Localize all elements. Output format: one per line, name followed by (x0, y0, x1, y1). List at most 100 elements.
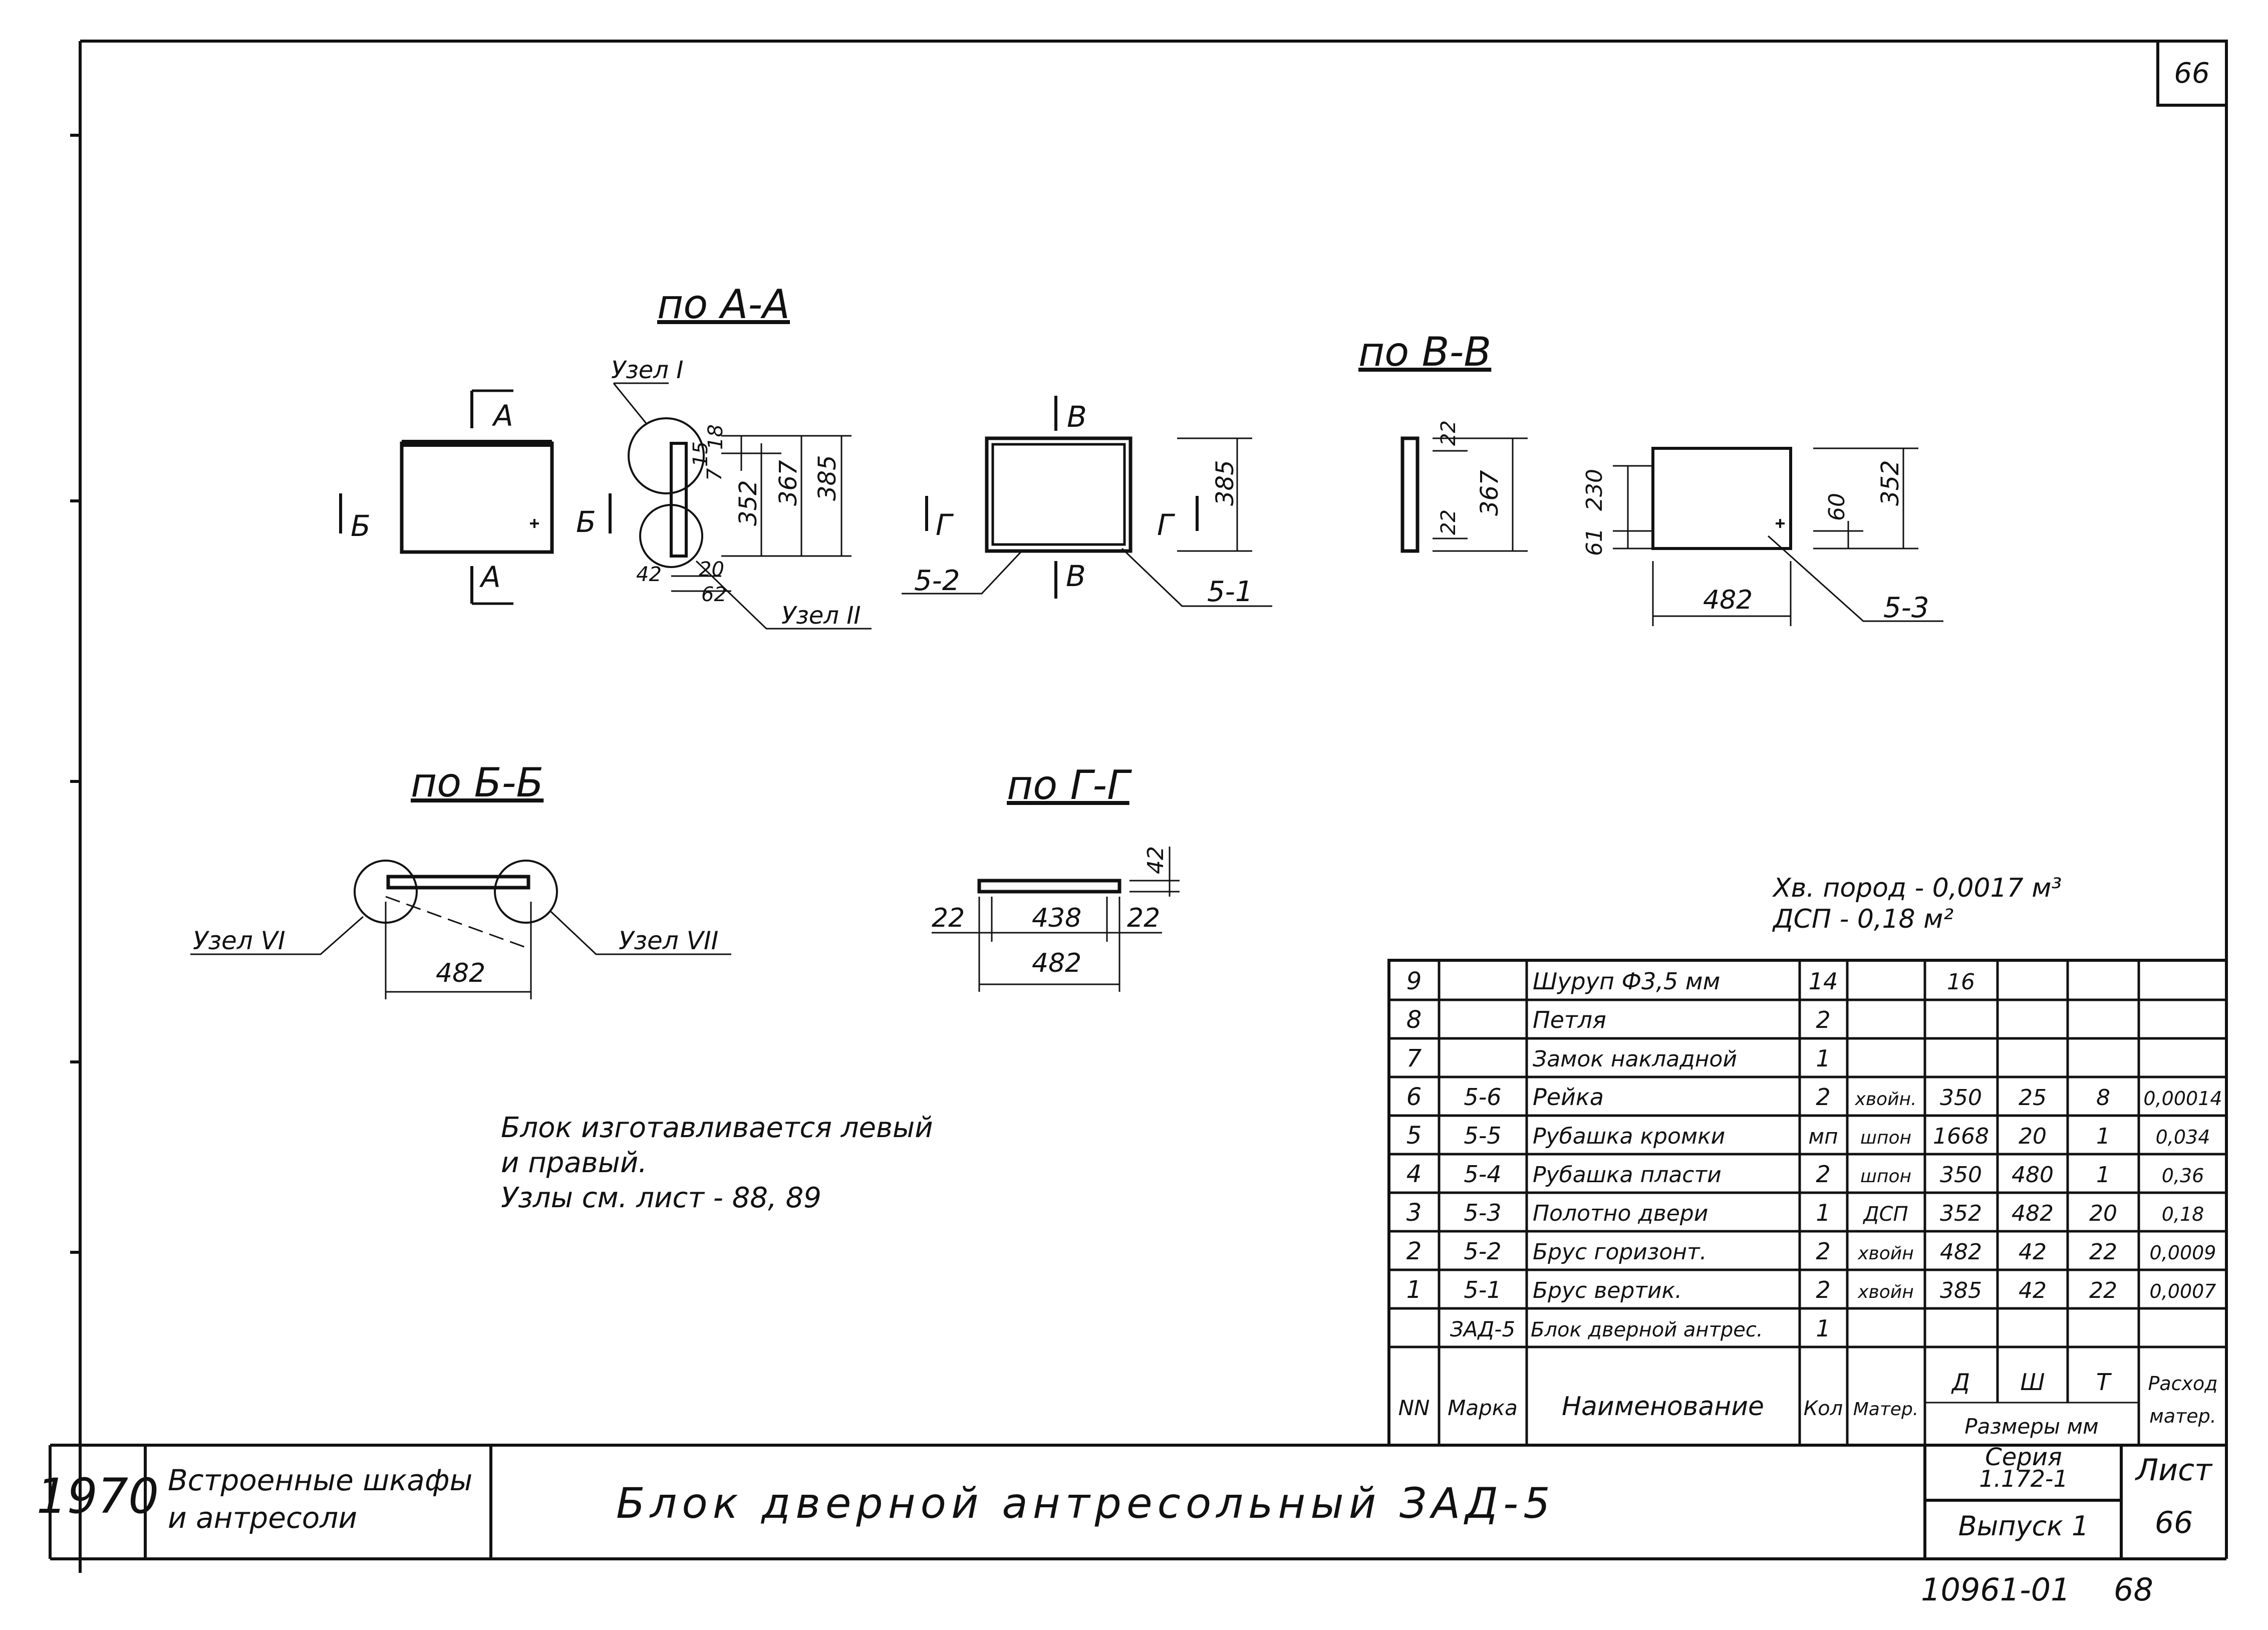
header-consumption-2: матер. (2149, 1405, 2216, 1427)
spec-row-name: Замок накладной (1533, 1046, 1737, 1072)
header-nn: NN (1398, 1396, 1430, 1420)
dim-panel-482: 482 (1703, 585, 1753, 615)
spec-row-d: 385 (1940, 1278, 1982, 1303)
spec-row-w: 20 (2019, 1124, 2047, 1149)
dim-aa-42: 42 (636, 563, 662, 586)
spec-row-consumption: 0,18 (2162, 1203, 2204, 1225)
spec-row-qty: 1 (1816, 1315, 1830, 1342)
view-bb-title: по Б-Б (411, 759, 543, 806)
spec-row-d: 352 (1940, 1201, 1982, 1226)
mark-v-top: В (1067, 400, 1087, 434)
spec-row-d: 16 (1947, 969, 1975, 995)
spec-row-name: Брус вертик. (1533, 1278, 1682, 1303)
spec-row-mat: хвойн. (1855, 1089, 1917, 1110)
dim-aa-385: 385 (813, 455, 841, 501)
spec-row-mat: хвойн (1857, 1243, 1913, 1264)
spec-row-consumption: 0,0009 (2150, 1242, 2216, 1264)
spec-row-nn: 5 (1406, 1122, 1422, 1150)
spec-row-mat: шпон (1860, 1166, 1911, 1187)
spec-row-t: 20 (2089, 1201, 2117, 1226)
spec-row-t: 1 (2096, 1124, 2110, 1149)
spec-row-mark: ЗАД-5 (1450, 1317, 1515, 1341)
spec-row-w: 25 (2019, 1085, 2047, 1111)
title-category-line-2: и антресоли (168, 1501, 357, 1535)
title-main: Блок дверной антресольный ЗАД-5 (616, 1479, 1555, 1528)
spec-row-mark: 5-5 (1464, 1122, 1501, 1149)
title-issue: Выпуск 1 (1958, 1510, 2089, 1542)
spec-row-t: 8 (2096, 1085, 2110, 1111)
spec-row-consumption: 0,0007 (2150, 1280, 2216, 1302)
spec-row-name: Рейка (1533, 1083, 1604, 1111)
spec-row-name: Рубашка кромки (1533, 1124, 1725, 1149)
dim-aa-62: 62 (701, 583, 727, 606)
note-line-3: Узлы см. лист - 88, 89 (501, 1182, 821, 1214)
spec-row-nn: 7 (1406, 1044, 1422, 1072)
view-frame (902, 396, 1272, 607)
spec-row-mat: хвойн (1857, 1282, 1913, 1302)
dim-vv-22a: 22 (1437, 420, 1460, 446)
spec-row-nn: 2 (1406, 1237, 1422, 1265)
spec-row-name: Брус горизонт. (1533, 1239, 1707, 1265)
view-panel (1613, 447, 1943, 626)
spec-row-qty: 1 (1816, 1199, 1830, 1226)
view-gg (932, 847, 1180, 992)
mark-a-bottom: А (479, 560, 501, 594)
title-year: 1970 (37, 1468, 159, 1524)
title-block-grid (49, 1444, 2226, 1559)
spec-row-mat: ДСП (1862, 1203, 1908, 1226)
spec-row-nn: 1 (1406, 1276, 1422, 1304)
sheet-number-corner: 66 (2174, 57, 2209, 90)
mark-g-right: Г (1157, 508, 1176, 542)
spec-row-qty: 2 (1816, 1238, 1830, 1265)
mark-b-right: Б (576, 505, 596, 539)
spec-row-mat: шпон (1860, 1128, 1911, 1148)
spec-row-mark: 5-6 (1464, 1083, 1501, 1111)
spec-row-d: 1668 (1933, 1124, 1989, 1149)
dim-panel-60: 60 (1824, 493, 1850, 521)
mark-b-left: Б (351, 509, 371, 543)
spec-row-nn: 3 (1406, 1199, 1422, 1227)
dim-gg-42: 42 (1143, 846, 1169, 874)
spec-row-w: 42 (2019, 1239, 2047, 1265)
uzel-6-label: Узел VI (193, 926, 286, 955)
spec-row-qty: мп (1808, 1124, 1838, 1149)
spec-row-t: 1 (2096, 1162, 2110, 1188)
label-5-1: 5-1 (1207, 576, 1253, 608)
view-aa-section (613, 382, 872, 630)
header-material: Матер. (1853, 1399, 1919, 1420)
spec-row-mark: 5-1 (1464, 1276, 1501, 1303)
dim-vv-22b: 22 (1437, 509, 1460, 535)
spec-table-rows: 9 Шуруп Ф3,5 мм 14 16 8 Петля 2 7 Замок … (1406, 967, 2222, 1342)
mark-v-bottom: В (1066, 559, 1086, 593)
dim-frame-385: 385 (1211, 460, 1239, 506)
spec-row-qty: 2 (1816, 1276, 1830, 1303)
uzel-7-label: Узел VII (619, 926, 718, 955)
spec-row-d: 482 (1940, 1239, 1982, 1265)
materials-line-2: ДСП - 0,18 м² (1772, 904, 1953, 934)
spec-row-consumption: 0,00014 (2143, 1088, 2222, 1110)
spec-row-name: Петля (1533, 1006, 1606, 1033)
dim-gg-22b: 22 (1127, 903, 1160, 933)
spec-row-nn: 8 (1406, 1006, 1422, 1034)
spec-row-name: Полотно двери (1533, 1201, 1708, 1226)
spec-row-name: Шуруп Ф3,5 мм (1533, 968, 1720, 995)
dim-aa-18: 18 (704, 424, 727, 450)
spec-row-qty: 1 (1816, 1045, 1830, 1072)
spec-row-nn: 4 (1406, 1160, 1422, 1188)
spec-row-w: 482 (2012, 1201, 2054, 1226)
title-sheet-label: Лист (2135, 1453, 2213, 1488)
spec-row-mark: 5-3 (1464, 1199, 1501, 1226)
spec-row-w: 480 (2012, 1162, 2054, 1188)
spec-row-qty: 14 (1809, 968, 1838, 995)
sheet-number-box (2156, 40, 2228, 107)
note-line-1: Блок изготавливается левый (501, 1112, 933, 1144)
view-aa-front (339, 389, 612, 605)
header-t: Т (2096, 1369, 2112, 1396)
header-sizes: Размеры мм (1964, 1414, 2098, 1439)
uzel-1-label: Узел I (611, 356, 683, 384)
header-qty: Кол (1804, 1397, 1843, 1420)
view-gg-title: по Г-Г (1007, 762, 1132, 808)
view-bb (190, 860, 731, 999)
dim-panel-61: 61 (1582, 528, 1607, 556)
